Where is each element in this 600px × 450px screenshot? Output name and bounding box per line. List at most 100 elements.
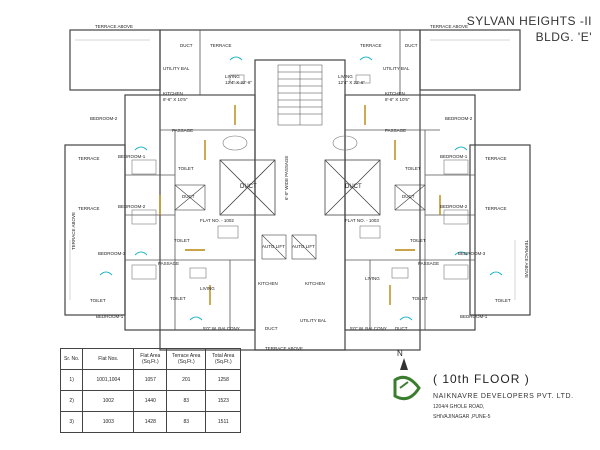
room-label: DUCT <box>265 326 278 331</box>
furniture <box>131 74 469 280</box>
room-label: AUTO LIFT <box>262 244 285 249</box>
room-label: PASSAGE <box>385 128 406 133</box>
room-label: TERRACE <box>485 156 507 161</box>
room-label: BEDROOM-2 <box>440 204 468 209</box>
area-table-header: Sr. No. Flat Nos. Flat Area (Sq.Ft.) Ter… <box>59 348 242 370</box>
room-label: 6'-0" WIDE PASSAGE <box>284 156 289 200</box>
room-label: TERRACE ABOVE <box>95 24 133 29</box>
room-label: BEDROOM-1 <box>118 154 146 159</box>
project-title: SYLVAN HEIGHTS -II BLDG. 'E' <box>467 14 592 44</box>
table-cell: 1523 <box>205 390 242 412</box>
room-label: TERRACE ABOVE <box>265 346 303 351</box>
room-label: DUCT <box>402 194 415 199</box>
room-label: KITCHEN <box>385 91 405 96</box>
table-cell: 1428 <box>133 411 168 433</box>
room-label: 8'-6" X 10'5" <box>385 97 410 102</box>
table-cell: 1001,1004 <box>82 369 135 391</box>
project-name: SYLVAN HEIGHTS -II <box>466 14 592 28</box>
developer-city: SHIVAJINAGAR ,PUNE-5 <box>433 414 491 420</box>
developer-block: NAIKNAVRE DEVELOPERS PVT. LTD. 1204/4 GH… <box>433 393 574 420</box>
table-row: 1) 1001,1004 1057 201 1258 <box>59 369 242 391</box>
doors <box>159 105 441 305</box>
header-cell: Flat Area (Sq.Ft.) <box>133 348 168 370</box>
developer-address: 1204/4 GHOLE ROAD, <box>433 404 485 410</box>
room-label: TOILET <box>405 166 421 171</box>
table-cell: 1440 <box>133 390 168 412</box>
developer-name: NAIKNAVRE DEVELOPERS PVT. LTD. <box>433 393 574 400</box>
header-cell: Total Area (Sq.Ft.) <box>205 348 242 370</box>
room-label: TERRACE ABOVE <box>524 240 529 278</box>
terrace-hatch <box>69 39 516 300</box>
room-label: BEDROOM-2 <box>445 116 473 121</box>
room-label: LIVING <box>365 276 380 281</box>
room-label: TOILET <box>90 298 106 303</box>
room-label: BEDROOM-3 <box>458 251 486 256</box>
room-label: DUCT <box>180 43 193 48</box>
table-cell: 3) <box>59 411 84 433</box>
duct-right <box>324 159 381 216</box>
room-label: KITCHEN <box>258 281 278 286</box>
room-label: LIVING <box>225 74 240 79</box>
table-row: 3) 1003 1428 83 1511 <box>59 411 242 433</box>
room-label: PASSAGE <box>418 261 439 266</box>
room-label: TOILET <box>412 296 428 301</box>
room-label: TERRACE <box>78 156 100 161</box>
room-label: DUCT <box>240 184 257 190</box>
table-cell: 1258 <box>205 369 242 391</box>
room-label: TOILET <box>495 298 511 303</box>
area-table: Sr. No. Flat Nos. Flat Area (Sq.Ft.) Ter… <box>59 348 242 433</box>
table-cell: 83 <box>166 390 207 412</box>
building-name: BLDG. 'E' <box>535 30 592 44</box>
header-cell: Terrace Area (Sq.Ft.) <box>166 348 207 370</box>
room-label: BEDROOM-1 <box>440 154 468 159</box>
room-label: 12'4" X 22'-6" <box>225 80 252 85</box>
room-label: DUCT <box>182 194 195 199</box>
windows <box>99 56 503 321</box>
table-cell: 1003 <box>82 411 135 433</box>
table-cell: 1511 <box>205 411 242 433</box>
room-label: PASSAGE <box>158 261 179 266</box>
room-label: DUCT <box>395 326 408 331</box>
interior-walls <box>125 30 475 330</box>
room-label: TERRACE <box>210 43 232 48</box>
lift-left <box>261 234 287 260</box>
room-label: TERRACE ABOVE <box>430 24 468 29</box>
room-label: TOILET <box>170 296 186 301</box>
room-label: BEDROOM-2 <box>90 116 118 121</box>
room-label: UTILITY BAL <box>300 318 327 323</box>
room-label: 8'-6" X 10'5" <box>163 97 188 102</box>
table-cell: 83 <box>166 411 207 433</box>
room-label: TERRACE <box>360 43 382 48</box>
header-cell: Sr. No. <box>59 348 84 370</box>
room-label: 12'4" X 22'-6" <box>338 80 365 85</box>
table-cell: 1057 <box>133 369 168 391</box>
room-label: 5'0" W. BALCONY <box>350 326 387 331</box>
room-label: FLAT NO. - 1002 <box>200 218 234 223</box>
room-label: TOILET <box>178 166 194 171</box>
room-label: TERRACE <box>485 206 507 211</box>
room-label: FLAT NO. - 1003 <box>345 218 379 223</box>
outer-walls <box>64 29 531 351</box>
room-label: BEDROOM-2 <box>118 204 146 209</box>
room-label: BEDROOM-3 <box>98 251 126 256</box>
table-cell: 1002 <box>82 390 135 412</box>
room-label: DUCT <box>405 43 418 48</box>
room-label: TOILET <box>174 238 190 243</box>
floor-label: ( 10th FLOOR ) <box>433 372 530 386</box>
room-label: TOILET <box>410 238 426 243</box>
staircase <box>277 64 323 126</box>
room-label: KITCHEN <box>305 281 325 286</box>
room-label: UTILITY BAL <box>383 66 410 71</box>
duct-left <box>219 159 276 216</box>
room-label: AUTO LIFT <box>292 244 315 249</box>
lift-right <box>291 234 317 260</box>
room-label: PASSAGE <box>172 128 193 133</box>
room-label: TERRACE ABOVE <box>71 212 76 250</box>
room-labels: TERRACE ABOVE TERRACE ABOVE TERRACE TERR… <box>71 24 529 351</box>
room-label: LIVING <box>338 74 353 79</box>
header-cell: Flat Nos. <box>82 348 135 370</box>
room-label: BEDROOM-1 <box>460 314 488 319</box>
room-label: DUCT <box>345 184 362 190</box>
table-cell: 201 <box>166 369 207 391</box>
